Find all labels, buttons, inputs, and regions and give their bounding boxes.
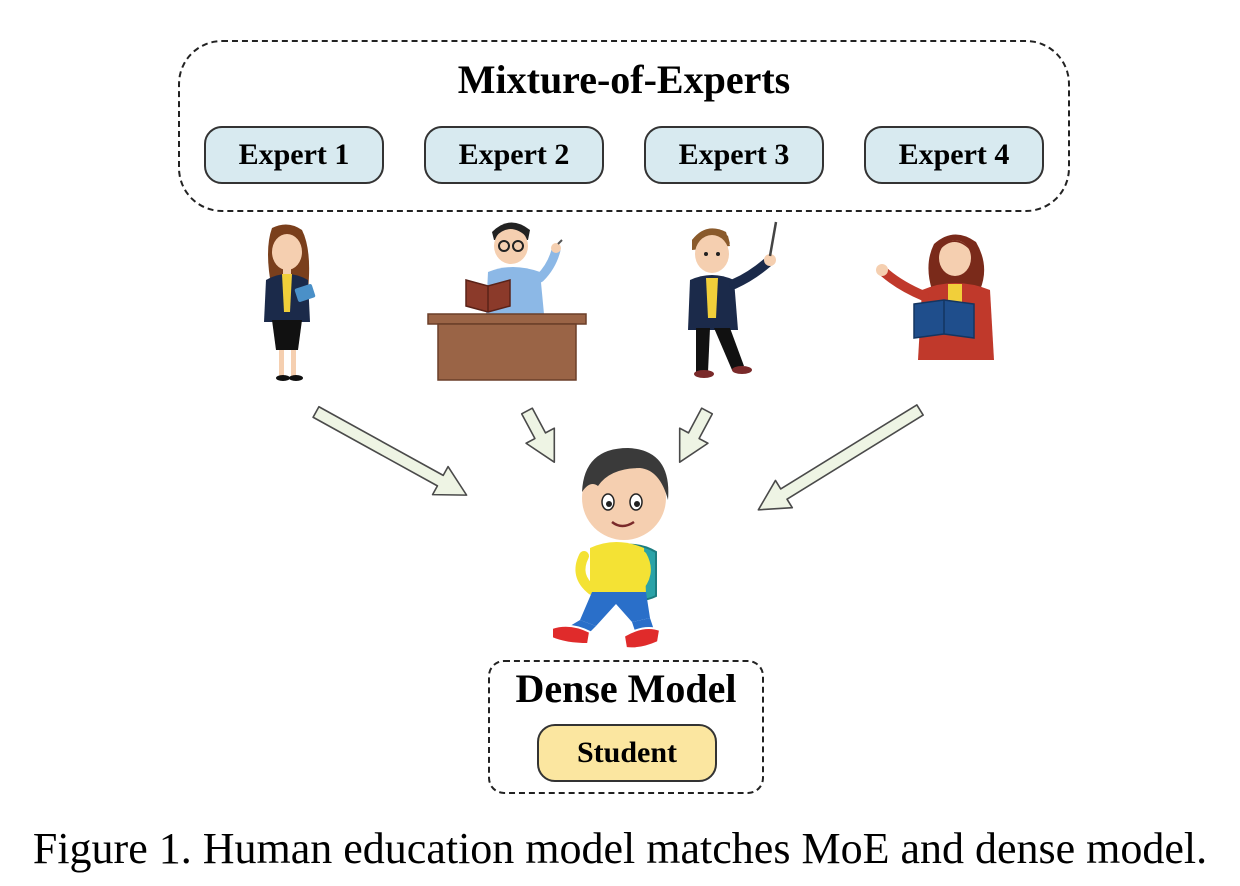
dense-model-group-border [488,660,764,794]
arrow-expert-4-to-student [757,404,924,511]
arrow-expert-2-to-student [520,407,556,463]
teacher-at-desk-icon [427,222,587,381]
dense-model-title: Dense Model [515,666,737,711]
expert-2-box: Expert 2 [424,126,604,184]
arrow-expert-3-to-student [678,407,714,463]
moe-group-border [178,40,1070,212]
expert-4-box: Expert 4 [864,126,1044,184]
moe-title: Mixture-of-Experts [457,57,791,102]
expert-1-box: Expert 1 [204,126,384,184]
teacher-woman-icon [264,224,316,381]
teacher-with-book-icon [876,234,994,360]
student-boy-icon [551,448,669,650]
teacher-pointer-icon [688,221,778,378]
student-box: Student [537,724,717,782]
figure-caption: Figure 1. Human education model matches … [32,824,1208,873]
expert-3-box: Expert 3 [644,126,824,184]
arrow-expert-1-to-student [312,405,468,496]
